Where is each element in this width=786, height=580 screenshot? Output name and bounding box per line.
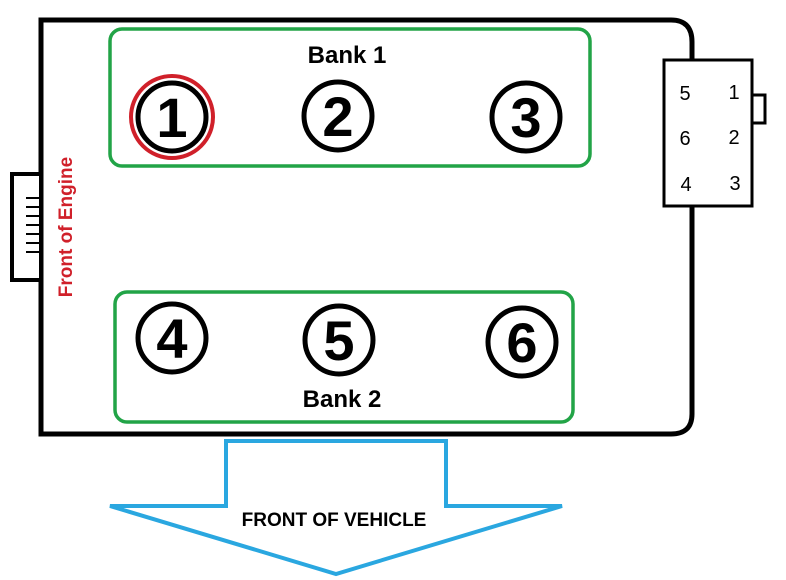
cylinder-4: 4: [135, 301, 209, 375]
connector-terminal: 6: [679, 128, 690, 150]
cylinder-3-number: 3: [510, 86, 541, 149]
front-pulley-icon: [10, 172, 43, 282]
ignition-connector: 5 1 6 2 4 3: [662, 58, 767, 208]
bank-2-label: Bank 2: [303, 386, 382, 413]
connector-terminal: 2: [728, 127, 739, 149]
cylinder-5: 5: [302, 303, 376, 377]
bank-1-box: [108, 27, 592, 168]
cylinder-1-number: 1: [156, 86, 187, 149]
connector-terminal: 4: [680, 174, 691, 196]
cylinder-5-number: 5: [323, 309, 354, 372]
cylinder-1-highlight-ring: [129, 74, 215, 160]
cylinder-6: 6: [485, 305, 559, 379]
front-of-vehicle-label: FRONT OF VEHICLE: [242, 510, 427, 531]
connector-terminal: 1: [728, 82, 739, 104]
bank-2-box: [113, 290, 575, 424]
connector-terminal: 3: [729, 173, 740, 195]
cylinder-2-number: 2: [322, 85, 353, 148]
front-of-engine-label: Front of Engine: [56, 157, 77, 297]
bank-1-label: Bank 1: [308, 42, 387, 69]
connector-terminal: 5: [679, 83, 690, 105]
connector-tab: [750, 93, 767, 125]
cylinder-2: 2: [301, 79, 375, 153]
cylinder-4-number: 4: [156, 307, 187, 370]
engine-block-outline: [38, 17, 695, 437]
cylinder-1: 1: [129, 74, 215, 160]
cylinder-3: 3: [489, 80, 563, 154]
front-of-vehicle-arrow-icon: [109, 439, 563, 577]
cylinder-6-number: 6: [506, 311, 537, 374]
